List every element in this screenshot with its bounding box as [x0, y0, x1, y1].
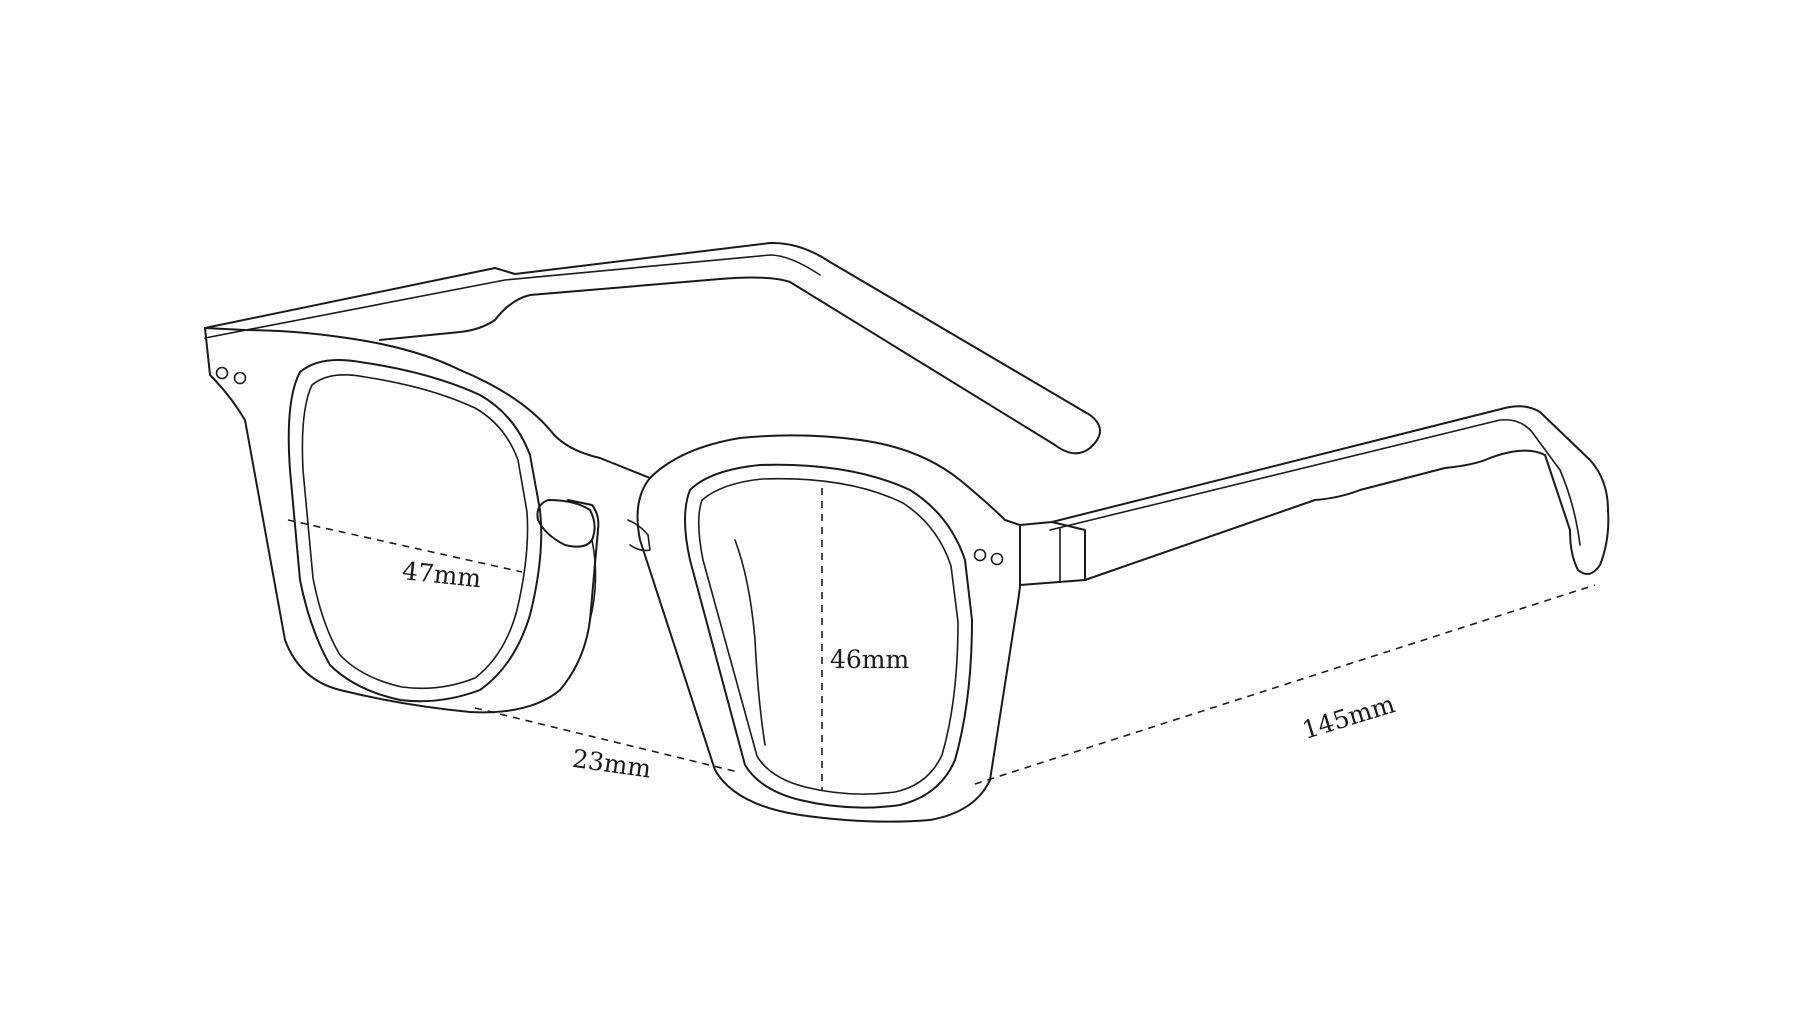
back-temple-arm: [204, 241, 1101, 455]
front-frame: [204, 327, 1021, 823]
front-temple-arm: [1049, 405, 1610, 581]
left-rivets-icon: [215, 366, 247, 385]
right-hinge: [1019, 521, 1086, 586]
bridge-width-label: 23mm: [571, 744, 654, 784]
lens-width-line: [287, 519, 523, 573]
bridge-width-line: [474, 707, 739, 773]
left-lens: [287, 359, 543, 703]
temple-length-label: 145mm: [1299, 689, 1399, 745]
lens-width-label: 47mm: [401, 556, 483, 593]
lens-height-label: 46mm: [830, 645, 910, 674]
temple-length-line: [974, 584, 1596, 785]
right-rivets-icon: [973, 548, 1004, 566]
right-lens: [684, 463, 973, 809]
